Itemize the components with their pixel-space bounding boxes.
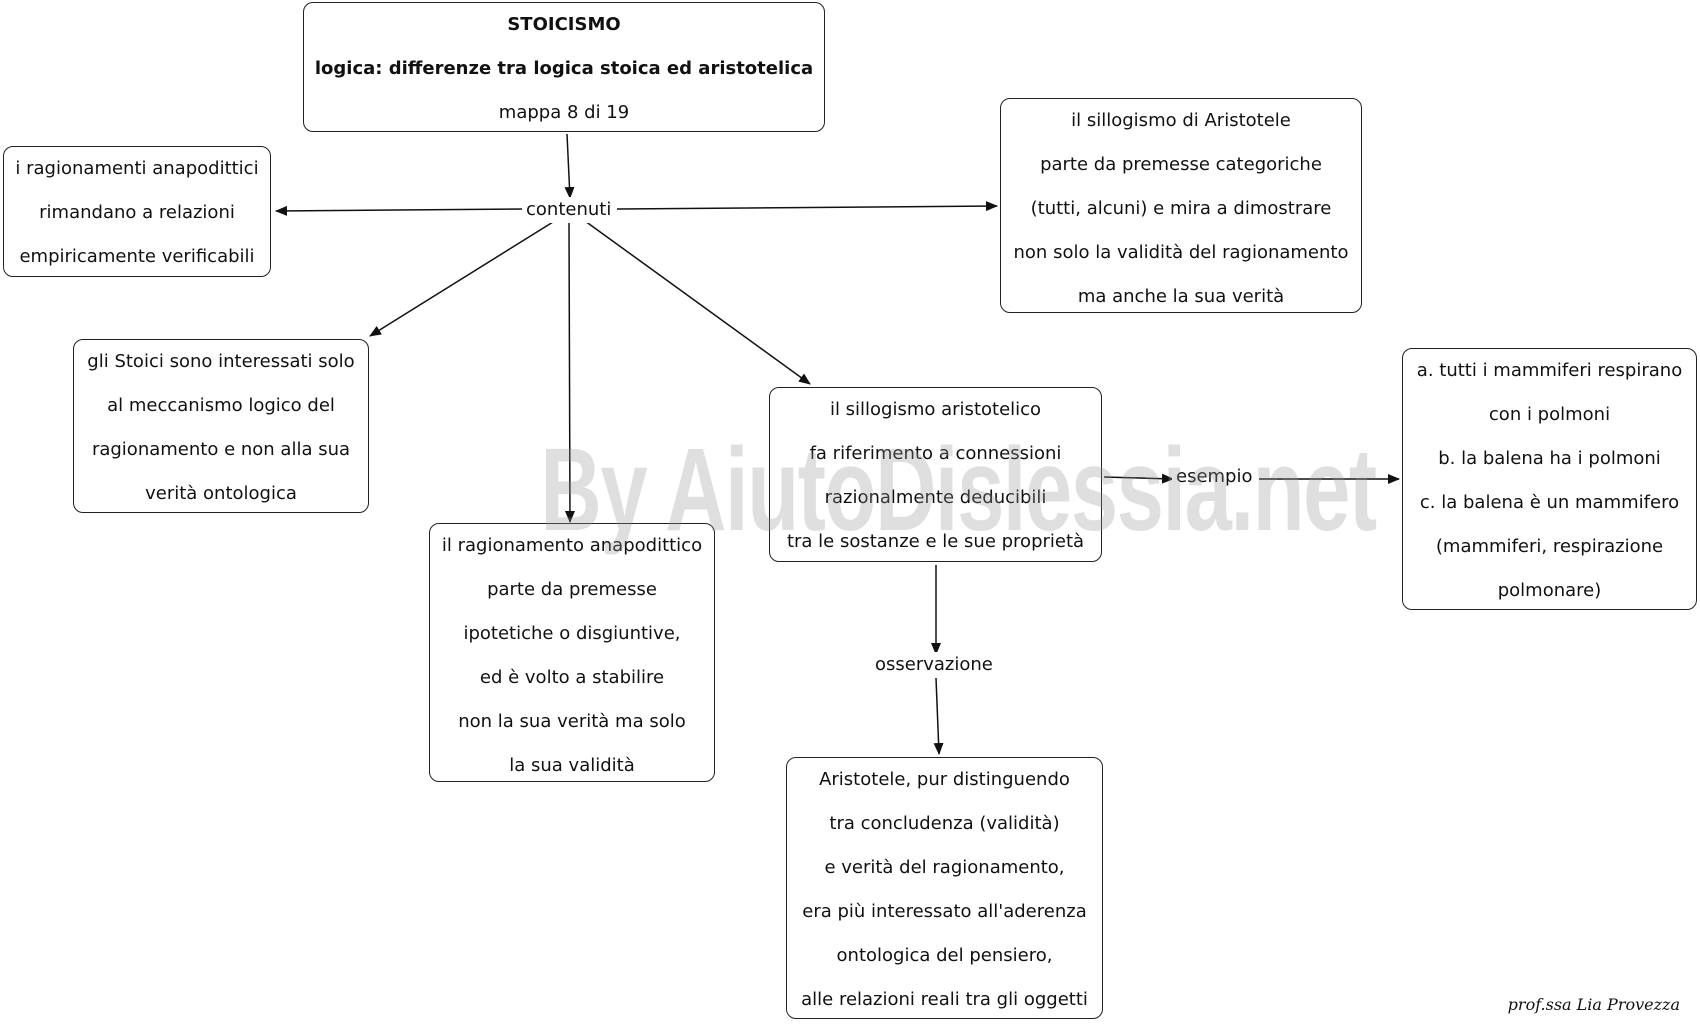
arrow-sillogismo-to-esempio <box>1103 473 1174 484</box>
node-text-line: b. la balena ha i polmoni <box>1438 448 1661 469</box>
node-text-line: Aristotele, pur distinguendo <box>819 769 1070 790</box>
node-text-line: empiricamente verificabili <box>19 246 255 267</box>
title-node: STOICISMO logica: differenze tra logica … <box>303 2 825 132</box>
node-text-line: ipotetiche o disgiuntive, <box>463 623 681 644</box>
node-text-line: la sua validità <box>509 755 635 776</box>
link-label-osservazione: osservazione <box>871 652 997 678</box>
link-label-contenuti: contenuti <box>522 197 616 223</box>
node-text-line: a. tutti i mammiferi respirano <box>1416 360 1683 381</box>
link-label-esempio: esempio <box>1172 464 1257 490</box>
title-subheading: logica: differenze tra logica stoica ed … <box>314 58 814 79</box>
node-anapodittici-relazioni: i ragionamenti anapodittici rimandano a … <box>3 146 271 277</box>
node-text-line: c. la balena è un mammifero <box>1419 492 1680 513</box>
node-aristotele-osservazione: Aristotele, pur distinguendo tra conclud… <box>786 757 1103 1019</box>
node-text-line: il ragionamento anapodittico <box>441 535 703 556</box>
node-text-line: parte da premesse <box>487 579 657 600</box>
node-text-line: e verità del ragionamento, <box>824 857 1065 878</box>
node-text-line: non la sua verità ma solo <box>458 711 686 732</box>
arrow-osservazione-to-aristotele <box>933 677 944 755</box>
node-text-line: ma anche la sua verità <box>1077 286 1285 307</box>
node-text-line: parte da premesse categoriche <box>1040 154 1322 175</box>
node-text-line: ontologica del pensiero, <box>836 945 1053 966</box>
node-text-line: al meccanismo logico del <box>107 395 335 416</box>
node-text-line: alle relazioni reali tra gli oggetti <box>801 989 1088 1010</box>
node-text-line: era più interessato all'aderenza <box>802 901 1087 922</box>
arrow-title-to-contenuti <box>564 133 575 199</box>
node-text-line: con i polmoni <box>1488 404 1611 425</box>
node-text-line: verità ontologica <box>145 483 297 504</box>
node-esempio-mammiferi: a. tutti i mammiferi respirano con i pol… <box>1402 348 1697 610</box>
node-text-line: tra le sostanze e le sue proprietà <box>786 531 1085 552</box>
node-text-line: rimandano a relazioni <box>39 202 235 223</box>
node-text-line: il sillogismo aristotelico <box>829 399 1042 420</box>
arrow-contenuti-to-anapodittici-relazioni <box>275 205 524 216</box>
title-map-index: mappa 8 di 19 <box>498 102 630 123</box>
arrow-contenuti-to-sillogismo-aristotele <box>616 201 998 212</box>
node-text-line: i ragionamenti anapodittici <box>15 158 259 179</box>
node-ragionamento-anapodittico: il ragionamento anapodittico parte da pr… <box>429 523 715 782</box>
node-text-line: il sillogismo di Aristotele <box>1071 110 1291 131</box>
node-text-line: fa riferimento a connessioni <box>809 443 1062 464</box>
node-text-line: (mammiferi, respirazione <box>1435 536 1664 557</box>
node-text-line: tra concludenza (validità) <box>829 813 1060 834</box>
node-text-line: (tutti, alcuni) e mira a dimostrare <box>1030 198 1332 219</box>
arrow-contenuti-to-stoici <box>369 221 554 337</box>
node-text-line: ed è volto a stabilire <box>479 667 665 688</box>
node-text-line: non solo la validità del ragionamento <box>1013 242 1349 263</box>
title-heading: STOICISMO <box>507 14 621 35</box>
node-text-line: gli Stoici sono interessati solo <box>87 351 355 372</box>
arrow-contenuti-to-sillogismo-aristotelico <box>584 220 811 385</box>
author-signature: prof.ssa Lia Provezza <box>1507 995 1680 1014</box>
arrow-contenuti-to-ragionamento-anapodittico <box>564 221 575 523</box>
node-text-line: polmonare) <box>1497 580 1602 601</box>
node-sillogismo-aristotele: il sillogismo di Aristotele parte da pre… <box>1000 98 1362 313</box>
node-text-line: razionalmente deducibili <box>824 487 1047 508</box>
node-stoici-interessati: gli Stoici sono interessati solo al mecc… <box>73 339 369 513</box>
node-text-line: ragionamento e non alla sua <box>91 439 351 460</box>
node-sillogismo-aristotelico: il sillogismo aristotelico fa riferiment… <box>769 387 1102 562</box>
